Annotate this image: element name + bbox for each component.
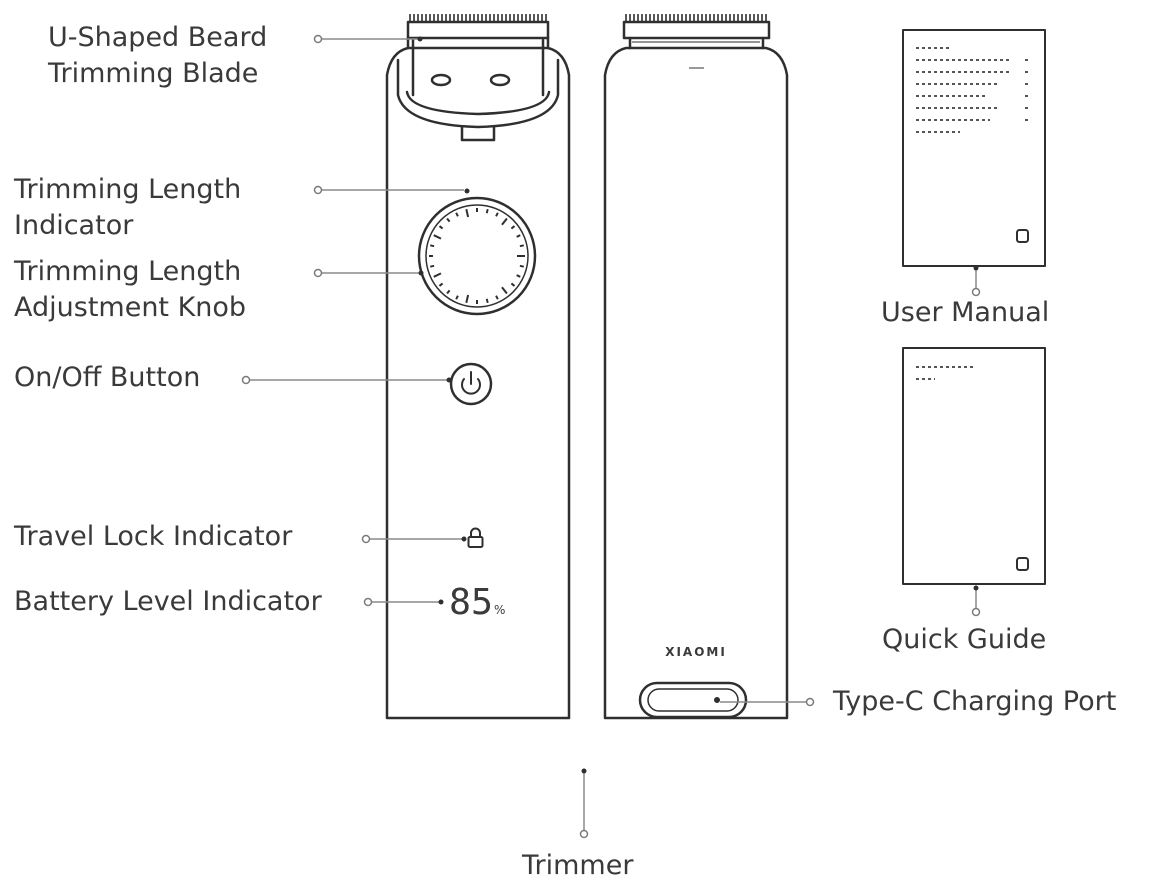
label-quick-guide: Quick Guide — [882, 624, 1047, 655]
knob-tick — [429, 264, 435, 268]
knob-tick — [433, 234, 442, 240]
knob-tick — [510, 225, 516, 230]
knob-tick — [485, 298, 489, 304]
knob-tick — [485, 208, 489, 214]
label-battery: Battery Level Indicator — [14, 586, 322, 617]
knob-tick — [438, 225, 444, 230]
power-icon — [461, 371, 481, 395]
battery-level-display: 85 — [449, 582, 493, 623]
type-c-charging-port — [638, 681, 748, 719]
lock-icon — [467, 527, 484, 548]
label-length-indicator: Trimming Length Indicator — [14, 174, 242, 241]
knob-tick — [433, 272, 442, 278]
trimmer-front — [385, 20, 571, 720]
quick-guide — [902, 347, 1046, 585]
knob-tick — [501, 217, 508, 226]
label-trimmer: Trimmer — [522, 850, 634, 881]
knob-tick — [465, 208, 470, 218]
knob-tick — [516, 234, 521, 238]
label-power-button: On/Off Button — [14, 362, 201, 393]
label-blade: U-Shaped Beard Trimming Blade — [48, 22, 268, 89]
knob-tick — [446, 289, 451, 295]
knob-tick — [516, 274, 521, 278]
knob-tick — [455, 212, 459, 217]
knob-tick — [501, 286, 508, 295]
knob-tick — [429, 244, 435, 248]
label-travel-lock: Travel Lock Indicator — [14, 521, 293, 552]
power-button — [449, 362, 493, 406]
user-manual — [902, 29, 1046, 267]
knob-tick — [438, 282, 444, 287]
trimming-length-knob — [417, 196, 537, 316]
trimmer-back — [603, 20, 789, 720]
knob-tick — [495, 295, 499, 300]
knob-tick — [446, 217, 451, 223]
label-user-manual: User Manual — [881, 297, 1050, 328]
label-length-knob: Trimming Length Adjustment Knob — [14, 256, 247, 323]
knob-tick — [510, 282, 516, 287]
label-charging-port: Type-C Charging Port — [833, 686, 1117, 717]
battery-unit: % — [494, 603, 505, 617]
knob-tick — [495, 212, 499, 217]
knob-tick — [519, 244, 525, 248]
knob-tick — [519, 264, 525, 268]
knob-tick — [455, 295, 459, 300]
knob-tick — [465, 294, 470, 304]
brand-logo: XIAOMI — [665, 645, 727, 659]
